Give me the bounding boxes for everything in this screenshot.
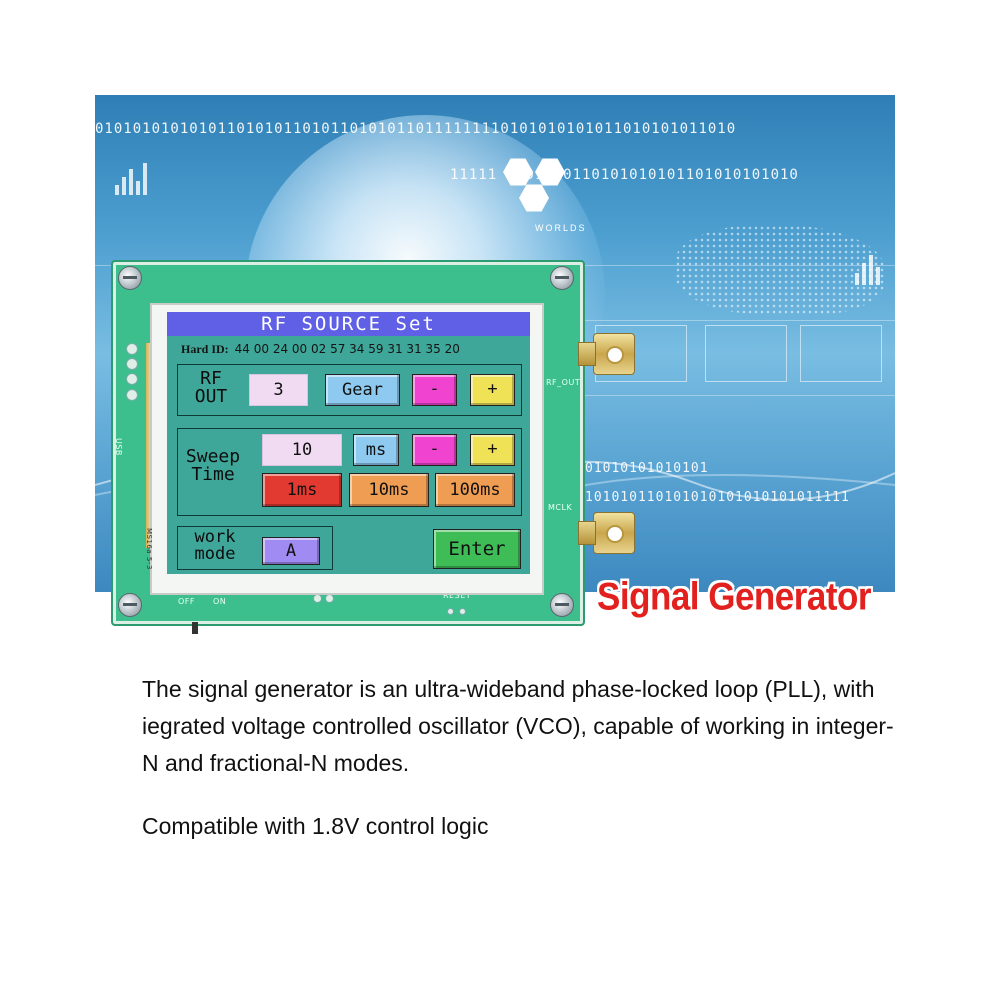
preset-1ms-button[interactable]: 1ms [262, 473, 342, 507]
sweep-unit-button[interactable]: ms [353, 434, 399, 466]
reset-silk-label: RESET [443, 591, 472, 600]
screw-icon [118, 593, 142, 617]
led-icon [126, 343, 138, 355]
sweep-value-field[interactable]: 10 [262, 434, 342, 466]
work-mode-group [177, 526, 333, 570]
screw-icon [118, 266, 142, 290]
lcd-screen: RF SOURCE Set Hard ID: 44 00 24 00 02 57 … [167, 312, 530, 574]
signal-generator-headline: Signal Generator [597, 574, 872, 619]
hard-id-row: Hard ID: 44 00 24 00 02 57 34 59 31 31 35… [181, 342, 460, 357]
bar-graphic-left [115, 155, 147, 195]
rf-out-connector[interactable] [578, 333, 635, 375]
hexagon-icon [503, 158, 533, 186]
world-map-dots [675, 225, 885, 315]
rf-out-silk-label: RF_OUT [546, 378, 581, 387]
usb-label: USB [114, 438, 123, 456]
sweep-label-line2: Time [191, 464, 235, 485]
hexagon-icon [535, 158, 565, 186]
binary-text-mid: 11111 0101010110101010101101010101010 [450, 167, 799, 183]
reset-button[interactable] [447, 608, 454, 615]
mclk-connector[interactable] [578, 512, 635, 554]
sweep-plus-button[interactable]: + [470, 434, 515, 466]
product-description: The signal generator is an ultra-wideban… [142, 676, 894, 776]
rf-minus-button[interactable]: - [412, 374, 457, 406]
on-silk-label: ON [213, 597, 227, 606]
worlds-caption: WORLDS [535, 223, 587, 233]
rf-out-label: RF OUT [181, 370, 241, 406]
mclk-silk-label: MCLK [548, 503, 573, 512]
deco-line [580, 320, 895, 321]
work-label-line2: mode [194, 544, 236, 564]
rf-out-label-line2: OUT [194, 386, 228, 407]
preset-100ms-button[interactable]: 100ms [435, 473, 515, 507]
power-switch[interactable] [192, 622, 198, 634]
rf-plus-button[interactable]: + [470, 374, 515, 406]
hard-id-label: Hard ID: [181, 342, 229, 356]
led-icon [313, 594, 322, 603]
hard-id-value: 44 00 24 00 02 57 34 59 31 31 35 20 [234, 342, 460, 356]
board-id-silk: MS16a 5-3 [145, 528, 153, 570]
screw-icon [550, 266, 574, 290]
enter-button[interactable]: Enter [433, 529, 521, 569]
work-mode-value-button[interactable]: A [262, 537, 320, 565]
led-icon [126, 358, 138, 370]
bar-graphic-right [855, 245, 880, 285]
sweep-label-line1: Sweep [185, 446, 241, 467]
led-icon [126, 389, 138, 401]
screw-icon [550, 593, 574, 617]
rf-out-label-line1: RF [200, 368, 222, 389]
work-mode-label: work mode [181, 529, 249, 563]
hexagon-icon [519, 184, 549, 212]
sweep-time-group [177, 428, 522, 516]
preset-10ms-button[interactable]: 10ms [349, 473, 429, 507]
sweep-minus-button[interactable]: - [412, 434, 457, 466]
binary-text-low-2: 101010110101010101010101011111 [585, 490, 850, 505]
off-silk-label: OFF [178, 597, 195, 606]
reset-button-pin [459, 608, 466, 615]
deco-panel [705, 325, 787, 382]
led-icon [325, 594, 334, 603]
led-icon [126, 373, 138, 385]
gear-button[interactable]: Gear [325, 374, 400, 406]
binary-text-top: 0101010101010110101011010110101011011111… [95, 121, 737, 137]
compatibility-note: Compatible with 1.8V control logic [142, 813, 489, 839]
deco-panel [800, 325, 882, 382]
rf-out-value-field[interactable]: 3 [249, 374, 308, 406]
work-label-line1: work [194, 527, 236, 547]
rf-out-group [177, 364, 522, 416]
lcd-title: RF SOURCE Set [167, 312, 530, 336]
deco-line [580, 395, 895, 396]
sweep-time-label: Sweep Time [179, 448, 247, 484]
